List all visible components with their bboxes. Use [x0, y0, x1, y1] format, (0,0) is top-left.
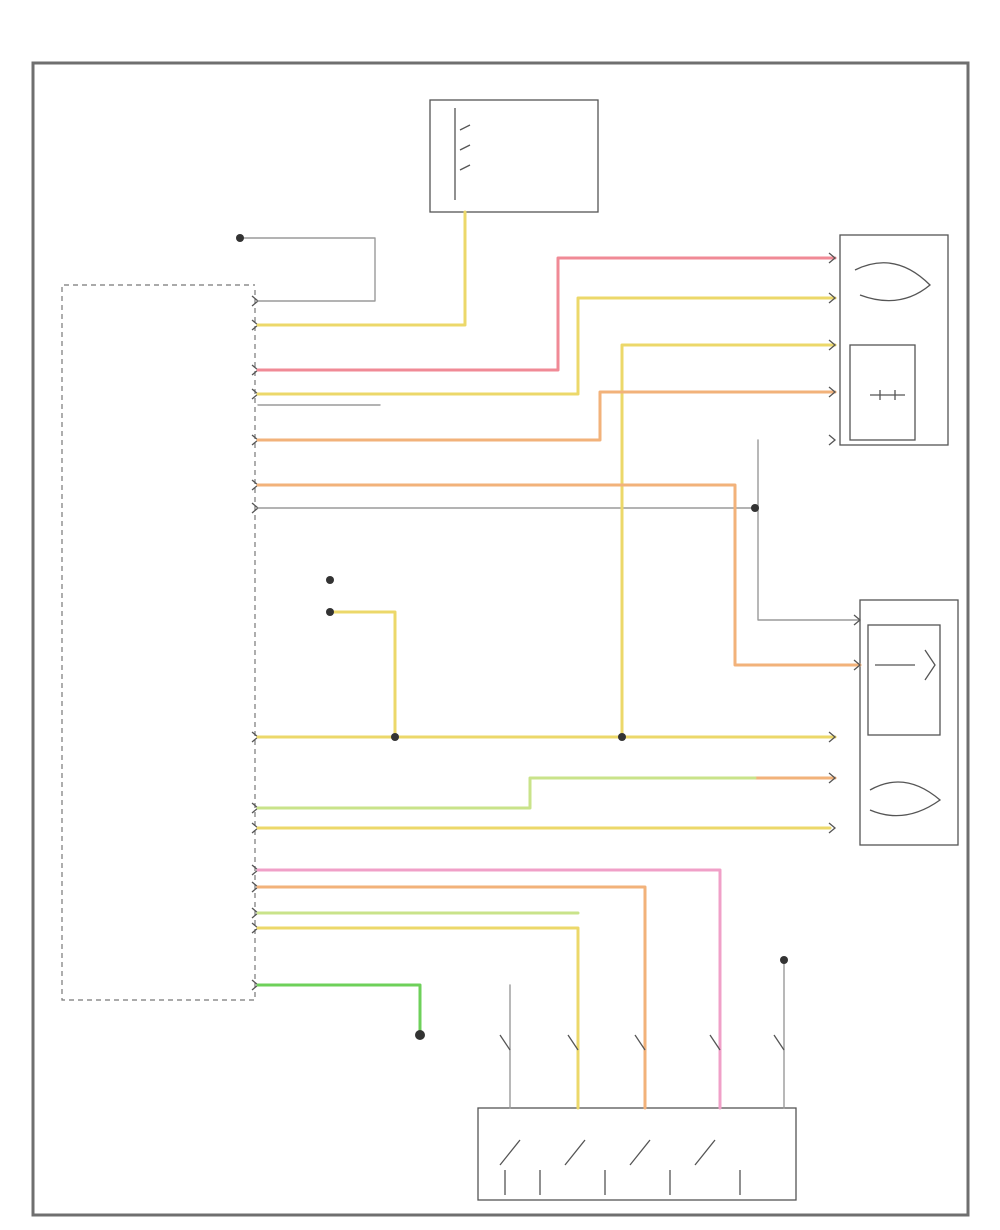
switch-assembly-box — [477, 1107, 797, 1201]
connector-chevron — [828, 434, 837, 446]
main-module-outline — [61, 284, 256, 1001]
connector-chevron — [828, 772, 837, 784]
upper-motor-symbol — [854, 262, 931, 400]
orange-wires — [256, 390, 862, 1110]
diagram-frame — [31, 61, 970, 1217]
connector-chevron — [828, 386, 837, 398]
connector-markers — [828, 252, 862, 834]
splice-points — [236, 234, 788, 1040]
lower-motor-symbol — [869, 649, 942, 817]
switch-contacts — [499, 1034, 785, 1195]
light-green-wires — [256, 776, 757, 915]
upper-motor-box — [839, 234, 949, 446]
connector-chevron — [853, 614, 862, 626]
red-wires — [256, 256, 837, 1110]
connector-chevron — [828, 292, 837, 304]
top-relay-contacts — [454, 108, 471, 200]
yellow-wires — [256, 210, 837, 1110]
lower-motor-box — [859, 599, 959, 846]
connector-chevron — [853, 659, 862, 671]
connector-chevron — [828, 822, 837, 834]
green-wires — [256, 983, 422, 1037]
upper-motor-inner — [849, 344, 916, 441]
connector-chevron — [828, 339, 837, 351]
lower-motor-inner — [867, 624, 941, 736]
gray-wires — [239, 237, 861, 1109]
top-relay-box — [429, 99, 599, 213]
connector-chevron — [828, 731, 837, 743]
connector-chevron — [828, 252, 837, 264]
